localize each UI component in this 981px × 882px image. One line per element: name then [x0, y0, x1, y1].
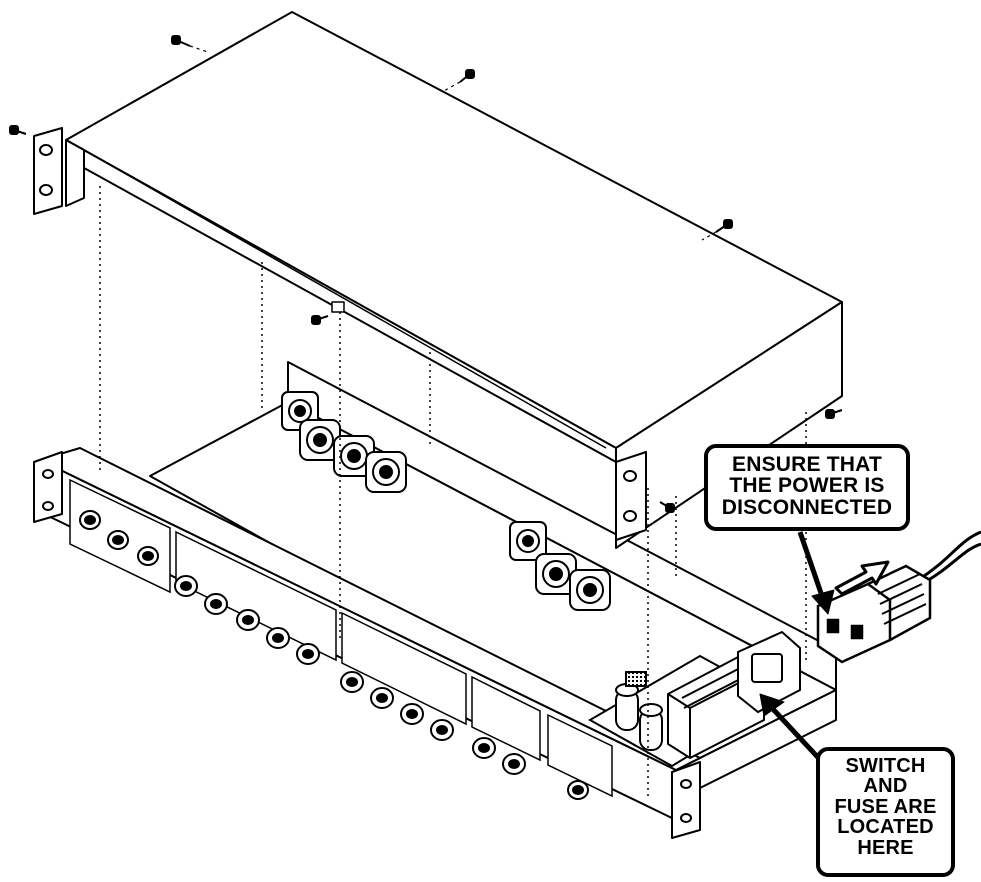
- callout-line: HERE: [857, 836, 914, 859]
- iec-plug-head-icon: [816, 582, 892, 664]
- jack-icon: [569, 569, 611, 611]
- knob-icon: [340, 671, 364, 693]
- callout-switch-fuse-location: SWITCH AND FUSE ARE LOCATED HERE: [816, 747, 955, 877]
- unplug-arrow-icon: [834, 560, 890, 596]
- screw-icon: [171, 35, 191, 47]
- cover-rack-ear-left: [33, 127, 63, 215]
- rack-ear-hole: [42, 501, 54, 511]
- power-plug: [816, 530, 981, 664]
- callout-line: ENSURE THAT: [732, 453, 882, 476]
- knob-icon: [107, 530, 129, 550]
- knob-icon: [472, 737, 496, 759]
- xlr-jack-icon: [281, 391, 319, 431]
- callout-line: FUSE ARE: [834, 795, 937, 818]
- rack-ear-hole: [680, 813, 692, 823]
- power-supply-components: [587, 630, 801, 768]
- callout-power-disconnected: ENSURE THAT THE POWER IS DISCONNECTED: [704, 444, 910, 531]
- front-rack-ear-left: [33, 451, 63, 523]
- jack-icon: [535, 553, 577, 595]
- screws: [9, 35, 843, 513]
- knob-icon: [79, 510, 101, 530]
- knob-icon: [567, 780, 589, 800]
- rack-ear-hole: [623, 510, 637, 522]
- knob-icon: [204, 593, 228, 615]
- power-cable: [917, 530, 981, 582]
- rack-ear-hole: [42, 469, 54, 479]
- jack-icon: [333, 435, 375, 477]
- screw-guide-lines: [189, 45, 717, 241]
- arrow-head-icon: [811, 589, 835, 615]
- front-panel-knobs: [79, 510, 589, 800]
- screw-icon: [715, 219, 733, 233]
- power-inlet-module-icon: [737, 630, 801, 714]
- knob-icon: [236, 609, 260, 631]
- screw-icon: [825, 409, 843, 419]
- knob-icon: [174, 575, 198, 597]
- knob-icon: [370, 687, 394, 709]
- screw-icon: [311, 315, 329, 325]
- xlr-jack-icon: [509, 521, 547, 561]
- callout-line: DISCONNECTED: [721, 495, 893, 519]
- callout-line: AND: [863, 775, 908, 798]
- knob-icon: [502, 753, 526, 775]
- callout-line: THE POWER IS: [729, 474, 885, 498]
- alignment-lines: [99, 186, 807, 800]
- screw-icon: [459, 69, 475, 83]
- cover: [33, 11, 843, 549]
- callout-line: SWITCH: [845, 755, 926, 777]
- knob-icon: [137, 546, 159, 566]
- cover-rack-ear-right: [615, 451, 647, 541]
- knob-icon: [430, 719, 454, 741]
- screw-icon: [659, 501, 675, 513]
- arrow-head-icon: [759, 693, 785, 717]
- cover-left-face: [65, 139, 85, 207]
- knob-icon: [400, 703, 424, 725]
- capacitor-icon: [615, 683, 639, 731]
- capacitor-icon: [639, 703, 663, 751]
- front-panel-lip: [39, 447, 701, 771]
- rear-jacks: [281, 391, 611, 611]
- callout-line: LOCATED: [837, 816, 934, 839]
- knob-icon: [296, 643, 320, 665]
- screw-icon: [9, 125, 27, 135]
- jack-icon: [365, 451, 407, 493]
- front-rack-ear-right: [671, 761, 701, 839]
- rack-ear-hole: [39, 144, 53, 156]
- rack-ear-hole: [39, 184, 53, 196]
- rack-ear-hole: [623, 470, 637, 482]
- rack-ear-hole: [680, 779, 692, 789]
- knob-icon: [266, 627, 290, 649]
